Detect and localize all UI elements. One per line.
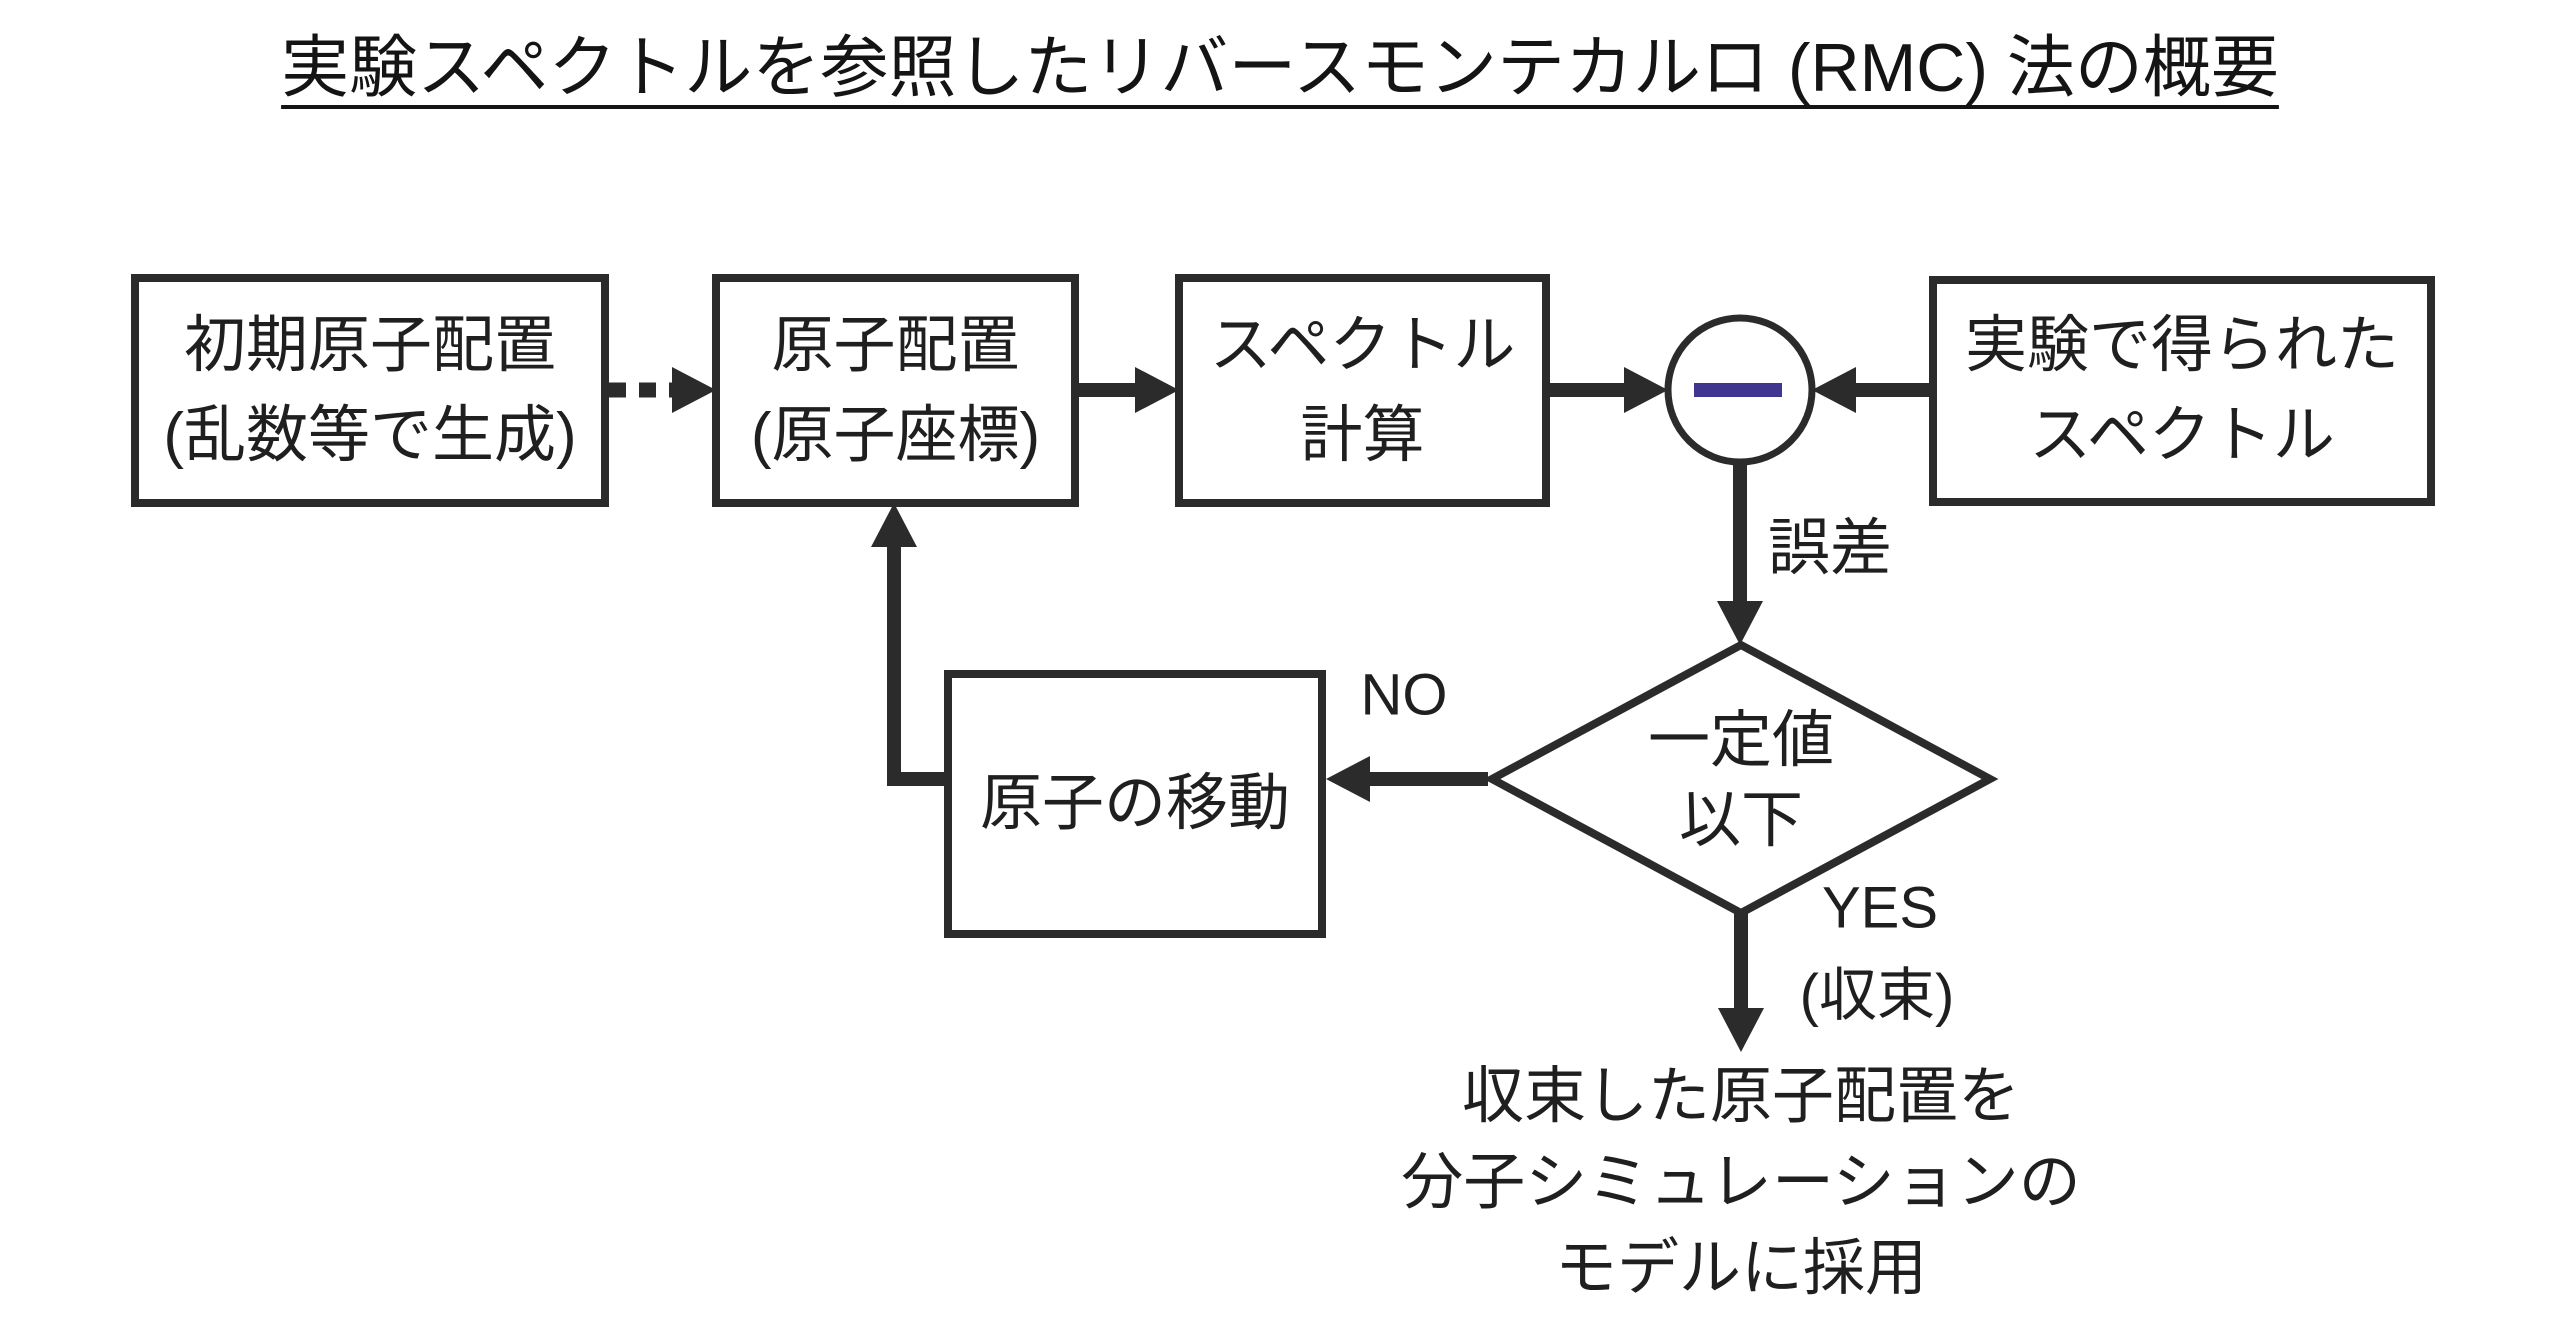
arrow-experimental-to-subtract (1812, 367, 1929, 413)
initial-config-label: 初期原子配置 (乱数等で生成) (135, 278, 605, 503)
arrow-move-to-config (871, 503, 948, 786)
spectrum-calc-box (1175, 274, 1550, 507)
atomic-config-line1: 原子配置 (771, 310, 1020, 380)
move-atoms-label: 原子の移動 (979, 769, 1290, 838)
decision-line2: 以下 (1678, 786, 1804, 855)
atomic-config-box (712, 274, 1079, 507)
arrow-decision-to-move (1326, 756, 1488, 802)
spectrum-calc-line2: 計算 (1300, 400, 1425, 470)
minus-icon (1694, 383, 1782, 397)
initial-config-line1: 初期原子配置 (183, 310, 556, 380)
initial-config-line2: (乱数等で生成) (163, 400, 577, 470)
result-line3: モデルに採用 (1554, 1234, 1927, 1303)
atomic-config-label: 原子配置 (原子座標) (716, 278, 1075, 503)
arrow-config-to-calc (1079, 367, 1179, 413)
experimental-spectrum-line1: 実験で得られた (1964, 311, 2399, 380)
converged-label: (収束) (1799, 963, 1955, 1028)
initial-config-box (131, 274, 609, 507)
decision-label: 一定値 以下 (1648, 701, 1834, 861)
result-text: 収束した原子配置を 分子シミュレーションの モデルに採用 (1401, 1054, 2081, 1312)
atomic-config-line2: (原子座標) (750, 400, 1041, 470)
spectrum-calc-line1: スペクトル (1209, 310, 1516, 380)
experimental-spectrum-label: 実験で得られた スペクトル (1933, 280, 2431, 502)
arrow-subtract-to-decision (1717, 462, 1763, 645)
result-line1: 収束した原子配置を (1461, 1062, 2020, 1131)
experimental-spectrum-box (1929, 276, 2435, 506)
arrow-calc-to-subtract (1550, 367, 1668, 413)
move-atoms-box (944, 670, 1326, 938)
page-title: 実験スペクトルを参照したリバースモンテカルロ (RMC) 法の概要 (281, 30, 2279, 106)
decision-line1: 一定値 (1647, 706, 1835, 775)
experimental-spectrum-line2: スペクトル (2029, 401, 2335, 470)
error-label: 誤差 (1767, 514, 1893, 583)
result-line2: 分子シミュレーションの (1401, 1148, 2081, 1217)
arrow-initial-to-config (609, 367, 716, 413)
no-label: NO (1360, 662, 1448, 728)
spectrum-calc-label: スペクトル 計算 (1179, 278, 1546, 503)
arrow-decision-to-result (1718, 909, 1764, 1052)
yes-label: YES (1821, 875, 1939, 941)
